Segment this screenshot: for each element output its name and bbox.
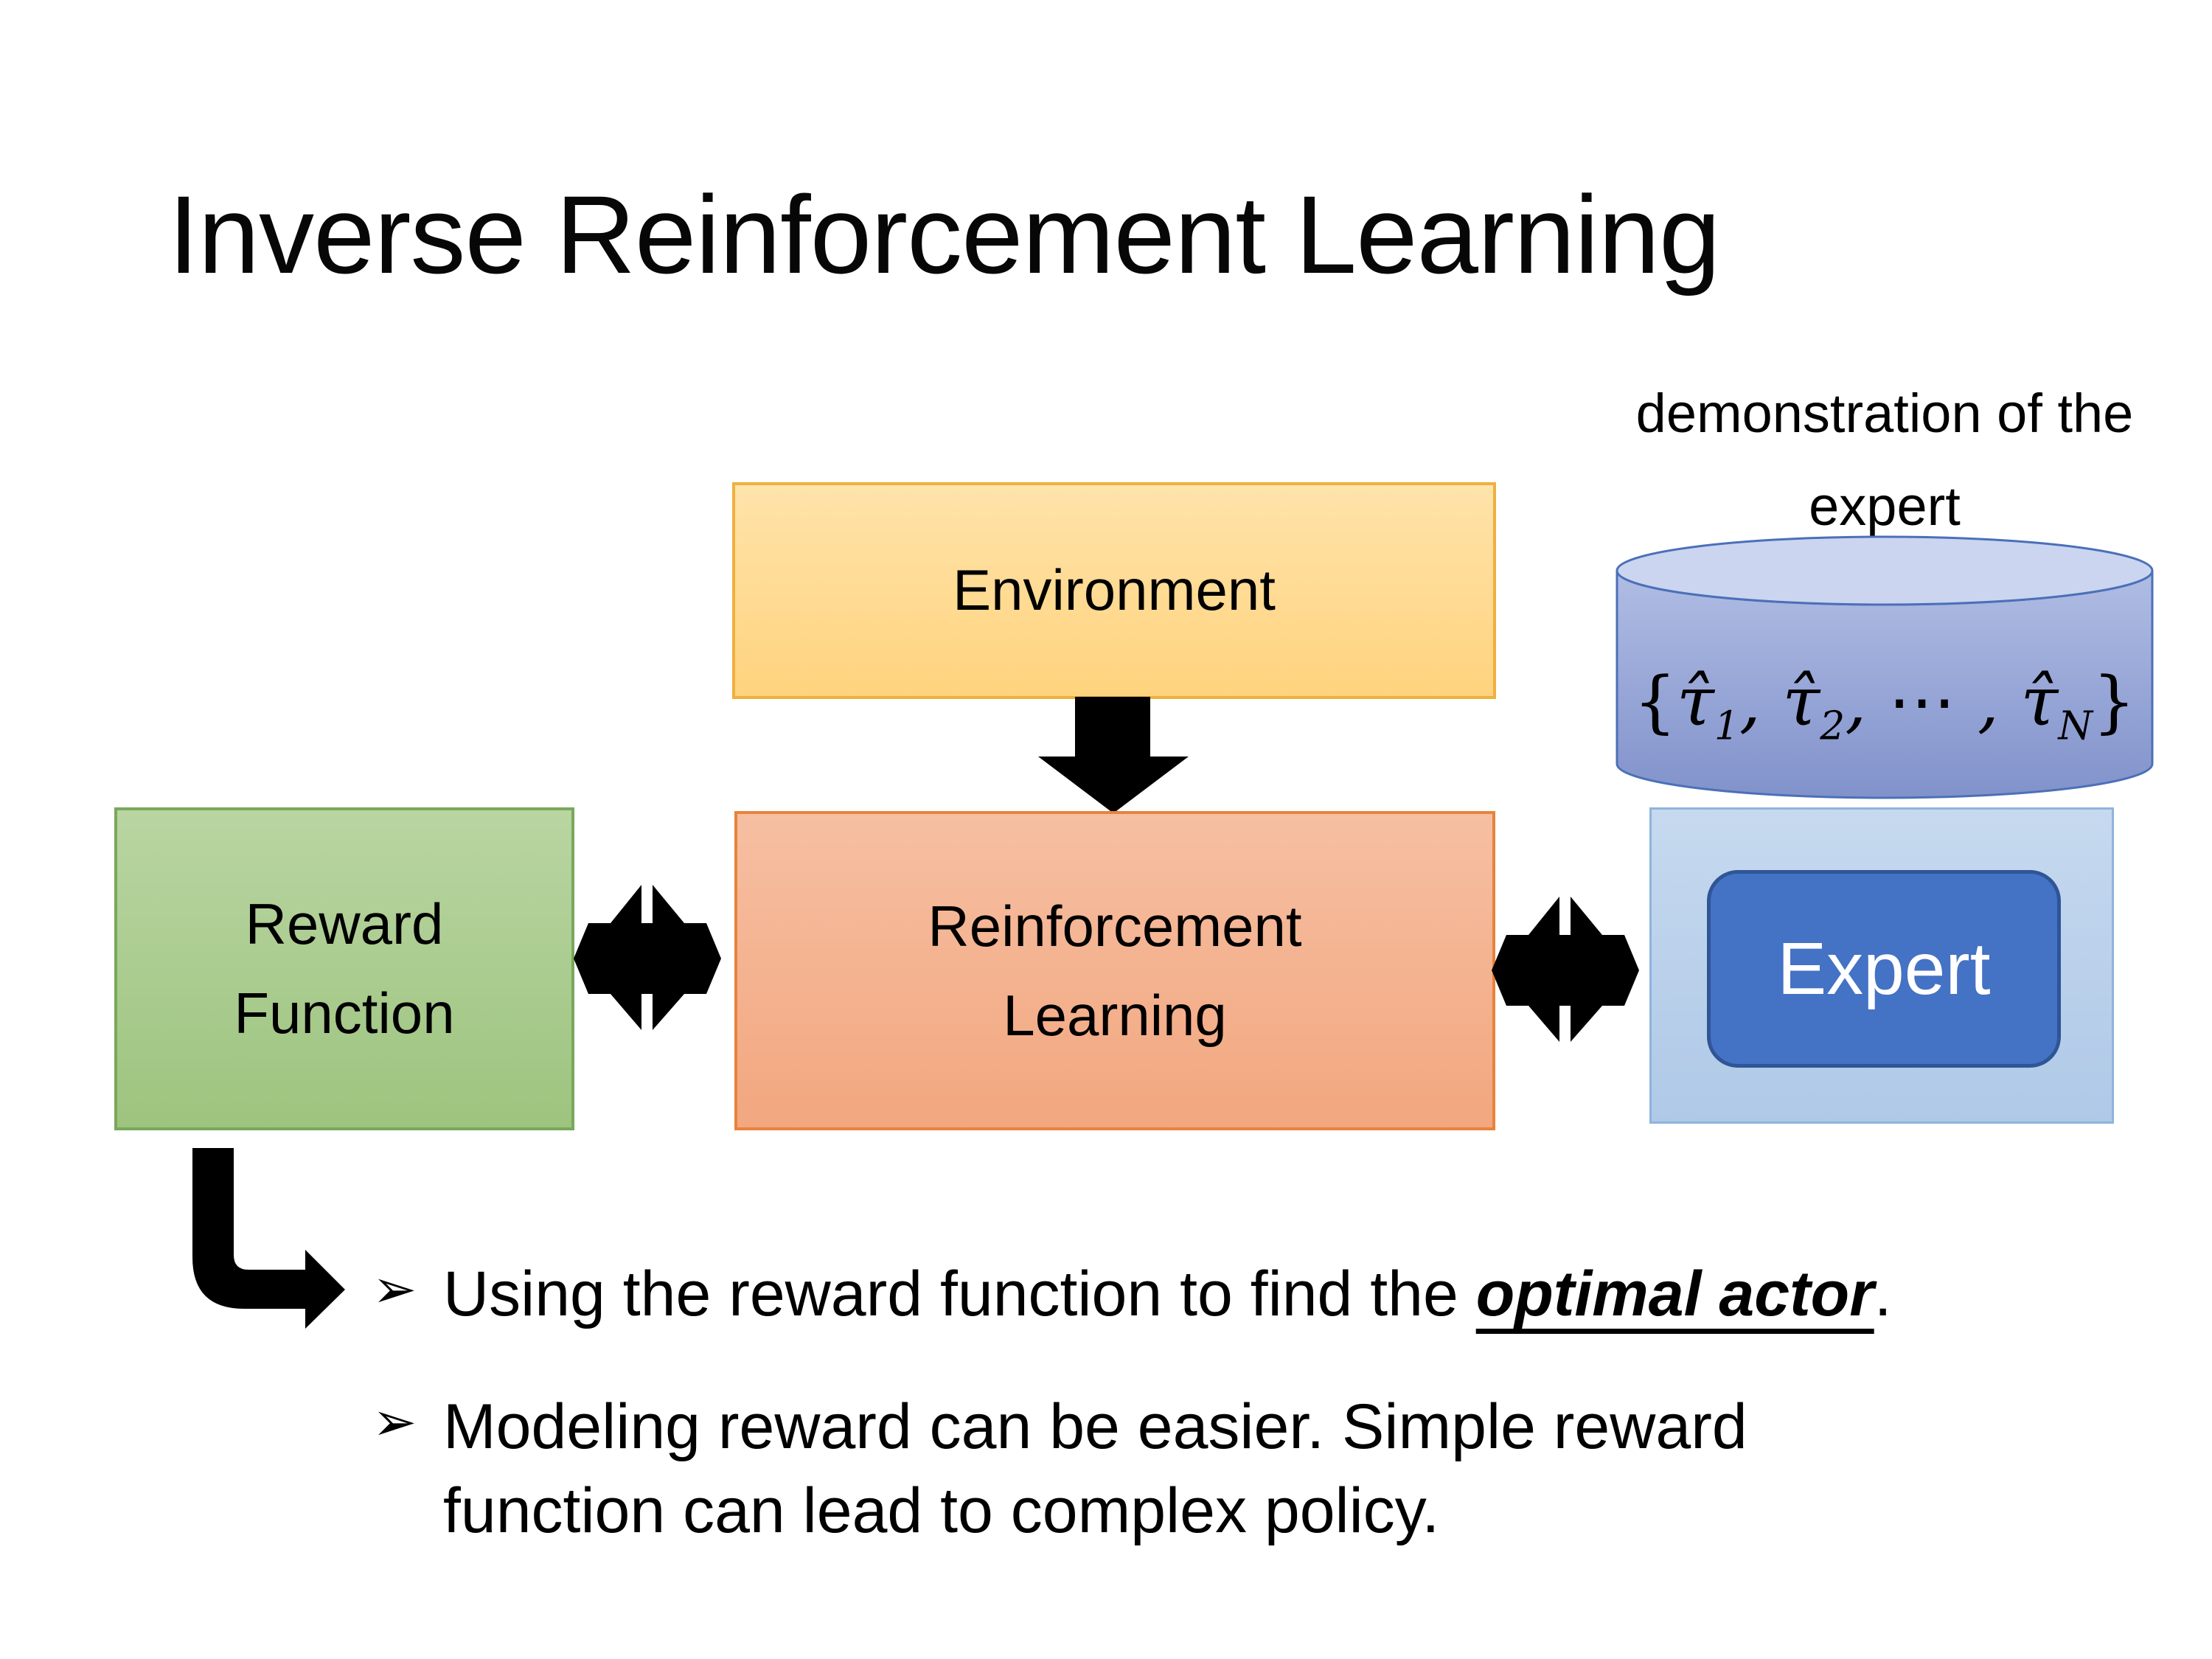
bullet-1-text: Using the reward function to find the op… [443, 1252, 1892, 1336]
reward-function-box: Reward Function [114, 807, 574, 1130]
formula-open-brace: { [1633, 662, 1677, 741]
bullet-item-1: ➢ Using the reward function to find the … [372, 1252, 2090, 1336]
environment-box: Environment [732, 482, 1496, 699]
rl-label-line-1: Reinforcement [928, 893, 1302, 959]
formula-sub-2: 2 [1820, 702, 1846, 749]
reward-function-label-line-2: Function [234, 981, 455, 1046]
formula-tau-n: τ̂ [2020, 662, 2059, 741]
rl-label-line-2: Learning [1003, 982, 1227, 1048]
reinforcement-learning-box: Reinforcement Learning [734, 811, 1495, 1130]
caption-line-1: demonstration [1635, 383, 1982, 444]
trajectory-formula: {τ̂1, τ̂2, ⋯ , τ̂N} [1619, 662, 2150, 748]
formula-comma-3: , [1955, 662, 2021, 741]
reward-function-label-line-1: Reward [245, 891, 444, 957]
bullet-1-text-before: Using the reward function to find the [443, 1259, 1476, 1329]
formula-close-brace: } [2093, 662, 2136, 741]
formula-dots: ⋯ [1888, 662, 1956, 741]
environment-label: Environment [953, 557, 1276, 623]
bullet-2-text: Modeling reward can be easier. Simple re… [443, 1391, 1747, 1547]
database-cylinder-icon [1615, 535, 2154, 799]
arrowhead-bullet-icon: ➢ [372, 1258, 417, 1320]
bullet-1-emphasis: optimal actor [1475, 1259, 1874, 1329]
elbow-arrow-icon [192, 1148, 345, 1329]
formula-sub-n: N [2058, 702, 2093, 749]
formula-comma-1: , [1739, 662, 1783, 741]
caption-line-2: of the expert [1809, 383, 2134, 537]
formula-tau-1: τ̂ [1676, 662, 1714, 741]
exchange-arrow-left-icon [574, 885, 721, 1030]
bullet-1-text-after: . [1874, 1259, 1892, 1329]
down-arrow-icon [1038, 697, 1189, 813]
arrowhead-bullet-icon: ➢ [372, 1391, 417, 1453]
expert-label: Expert [1777, 927, 1991, 1010]
exchange-arrow-right-icon [1492, 897, 1639, 1042]
slide-title: Inverse Reinforcement Learning [168, 173, 1721, 296]
demonstration-caption: demonstration of the expert [1612, 367, 2157, 553]
formula-tau-2: τ̂ [1782, 662, 1820, 741]
bullet-item-2: ➢ Modeling reward can be easier. Simple … [372, 1385, 1935, 1554]
expert-box: Expert [1707, 870, 2061, 1068]
formula-sub-1: 1 [1714, 702, 1739, 749]
formula-comma-2: , [1845, 662, 1888, 741]
